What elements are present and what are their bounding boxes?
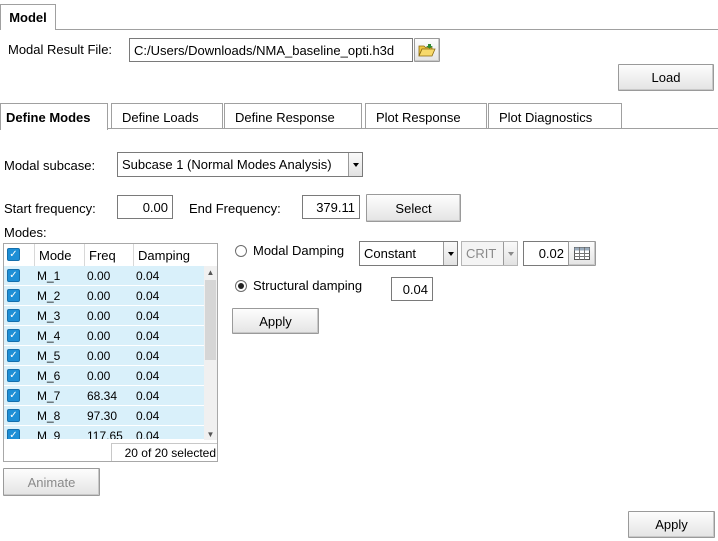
freq-cell: 0.00 — [87, 369, 111, 383]
row-checkbox[interactable]: ✓ — [7, 389, 20, 402]
modes-table[interactable]: ✓ Mode Freq Damping ✓ M_1 0.00 0.04 ✓ M_… — [3, 243, 218, 462]
damping-cell: 0.04 — [136, 429, 160, 440]
selection-status: 20 of 20 selected — [111, 443, 217, 461]
damping-cell: 0.04 — [136, 389, 160, 403]
select-all-checkbox[interactable]: ✓ — [7, 248, 20, 261]
modal-result-file-input[interactable] — [129, 38, 413, 62]
apply-button[interactable]: Apply — [628, 511, 715, 538]
table-grid-icon — [574, 247, 590, 260]
structural-damping-label: Structural damping — [253, 278, 363, 293]
load-button[interactable]: Load — [618, 64, 714, 91]
damping-cell: 0.04 — [136, 269, 160, 283]
table-row[interactable]: ✓ M_6 0.00 0.04 — [4, 366, 204, 386]
mode-cell: M_3 — [37, 309, 61, 323]
table-row[interactable]: ✓ M_9 117.65 0.04 — [4, 426, 204, 440]
chevron-down-icon[interactable] — [348, 153, 362, 176]
modal-subcase-value: Subcase 1 (Normal Modes Analysis) — [122, 157, 332, 172]
end-frequency-label: End Frequency: — [189, 201, 281, 216]
table-row[interactable]: ✓ M_8 97.30 0.04 — [4, 406, 204, 426]
damping-cell: 0.04 — [136, 309, 160, 323]
structural-damping-radio[interactable] — [235, 280, 247, 292]
freq-cell: 0.00 — [87, 309, 111, 323]
start-frequency-label: Start frequency: — [4, 201, 96, 216]
modal-damping-type-value: Constant — [364, 246, 417, 261]
freq-cell: 117.65 — [87, 429, 123, 440]
scroll-down-icon[interactable]: ▼ — [206, 429, 215, 439]
tab-strip-divider — [108, 128, 718, 129]
scroll-up-icon[interactable]: ▲ — [206, 267, 215, 277]
tab-define-loads[interactable]: Define Loads — [111, 103, 223, 129]
row-checkbox[interactable]: ✓ — [7, 289, 20, 302]
mode-cell: M_5 — [37, 349, 61, 363]
tab-define-response[interactable]: Define Response — [224, 103, 362, 129]
table-row[interactable]: ✓ M_3 0.00 0.04 — [4, 306, 204, 326]
structural-damping-input[interactable] — [391, 277, 433, 301]
column-header-freq[interactable]: Freq — [85, 244, 134, 266]
damping-cell: 0.04 — [136, 349, 160, 363]
select-all-cell: ✓ — [4, 244, 35, 266]
freq-cell: 0.00 — [87, 269, 111, 283]
crit-value: CRIT — [466, 246, 497, 261]
damping-apply-button[interactable]: Apply — [232, 308, 319, 334]
column-header-damping[interactable]: Damping — [138, 248, 191, 263]
tab-plot-diagnostics[interactable]: Plot Diagnostics — [488, 103, 622, 129]
freq-cell: 0.00 — [87, 289, 111, 303]
row-checkbox[interactable]: ✓ — [7, 349, 20, 362]
crit-select: CRIT — [461, 241, 518, 266]
damping-cell: 0.04 — [136, 409, 160, 423]
scrollbar-thumb[interactable] — [205, 280, 216, 360]
freq-cell: 0.00 — [87, 329, 111, 343]
mode-cell: M_2 — [37, 289, 61, 303]
mode-cell: M_1 — [37, 269, 61, 283]
freq-cell: 97.30 — [87, 409, 118, 423]
row-checkbox[interactable]: ✓ — [7, 269, 20, 282]
damping-cell: 0.04 — [136, 329, 160, 343]
chevron-down-icon — [503, 242, 517, 265]
damping-cell: 0.04 — [136, 369, 160, 383]
table-row[interactable]: ✓ M_4 0.00 0.04 — [4, 326, 204, 346]
table-editor-button[interactable] — [568, 241, 596, 266]
mode-cell: M_7 — [37, 389, 61, 403]
row-checkbox[interactable]: ✓ — [7, 369, 20, 382]
row-checkbox[interactable]: ✓ — [7, 309, 20, 322]
animate-button[interactable]: Animate — [3, 468, 100, 496]
tab-define-modes[interactable]: Define Modes — [0, 103, 108, 130]
tab-model[interactable]: Model — [0, 4, 56, 30]
mode-cell: M_9 — [37, 429, 61, 440]
table-row[interactable]: ✓ M_1 0.00 0.04 — [4, 266, 204, 286]
mode-cell: M_6 — [37, 369, 61, 383]
end-frequency-input[interactable] — [302, 195, 360, 219]
modes-table-header: ✓ Mode Freq Damping — [4, 244, 204, 267]
chevron-down-icon[interactable] — [443, 242, 457, 265]
open-folder-icon — [418, 43, 436, 56]
row-checkbox[interactable]: ✓ — [7, 329, 20, 342]
modal-result-file-label: Modal Result File: — [8, 42, 113, 57]
modal-subcase-label: Modal subcase: — [4, 158, 96, 173]
select-button[interactable]: Select — [366, 194, 461, 222]
open-folder-button[interactable] — [414, 38, 440, 62]
start-frequency-input[interactable] — [117, 195, 173, 219]
modal-damping-radio[interactable] — [235, 245, 247, 257]
table-row[interactable]: ✓ M_5 0.00 0.04 — [4, 346, 204, 366]
table-row[interactable]: ✓ M_2 0.00 0.04 — [4, 286, 204, 306]
damping-cell: 0.04 — [136, 289, 160, 303]
row-checkbox[interactable]: ✓ — [7, 429, 20, 439]
modal-subcase-select[interactable]: Subcase 1 (Normal Modes Analysis) — [117, 152, 363, 177]
tab-plot-response[interactable]: Plot Response — [365, 103, 487, 129]
modal-damping-label: Modal Damping — [253, 243, 345, 258]
modal-damping-type-select[interactable]: Constant — [359, 241, 458, 266]
mode-cell: M_8 — [37, 409, 61, 423]
freq-cell: 0.00 — [87, 349, 111, 363]
column-header-mode[interactable]: Mode — [35, 244, 85, 266]
modes-label: Modes: — [4, 225, 47, 240]
freq-cell: 68.34 — [87, 389, 118, 403]
table-row[interactable]: ✓ M_7 68.34 0.04 — [4, 386, 204, 406]
tab-divider — [56, 29, 718, 30]
modes-table-scrollbar[interactable]: ▲ ▼ — [204, 266, 217, 440]
modal-damping-value-input[interactable] — [523, 241, 569, 266]
mode-cell: M_4 — [37, 329, 61, 343]
row-checkbox[interactable]: ✓ — [7, 409, 20, 422]
